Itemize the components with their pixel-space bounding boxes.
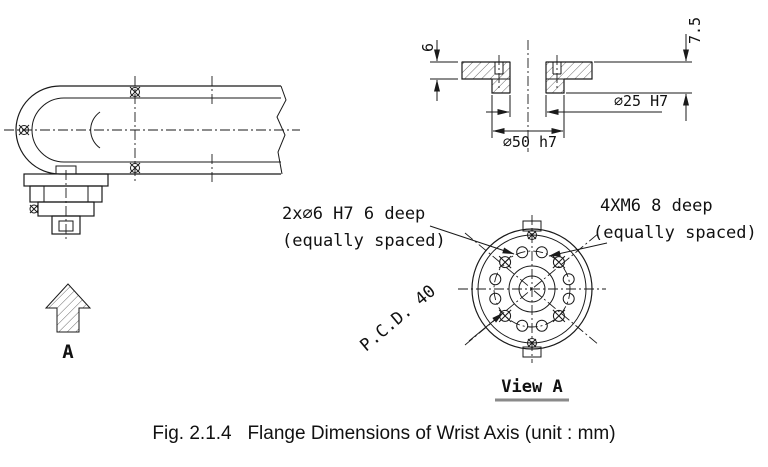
figure-caption: Fig. 2.1.4 Flange Dimensions of Wrist Ax… <box>152 423 616 444</box>
wrist-mechanism <box>23 165 109 242</box>
view-arrow-label: A <box>62 341 74 363</box>
screw-marks <box>18 86 141 174</box>
dim-6-label: 6 <box>419 43 437 52</box>
dowel-note-line2: (equally spaced) <box>282 231 446 251</box>
dowel-note-line1: 2x∅6 H7 6 deep <box>282 204 425 224</box>
dim-7-5-label: 7.5 <box>686 17 704 44</box>
dim-boss-label: ∅50 h7 <box>503 133 557 151</box>
view-direction-arrow: A <box>44 283 92 363</box>
wrist-side-view <box>4 76 300 242</box>
pcd-label: P.C.D. 40 <box>356 281 439 356</box>
technical-drawing: A 6 7.5 ∅25 H7 <box>4 17 757 402</box>
tap-note-line1: 4XM6 8 deep <box>600 196 713 216</box>
flange-face-view: 2x∅6 H7 6 deep (equally spaced) 4XM6 8 d… <box>282 196 757 402</box>
tap-note-line2: (equally spaced) <box>593 223 757 243</box>
view-a-label: View A <box>501 377 562 397</box>
flange-section-view: 6 7.5 ∅25 H7 ∅50 h7 <box>419 17 704 152</box>
bolt-holes <box>489 246 575 332</box>
dim-bore-label: ∅25 H7 <box>614 92 668 110</box>
